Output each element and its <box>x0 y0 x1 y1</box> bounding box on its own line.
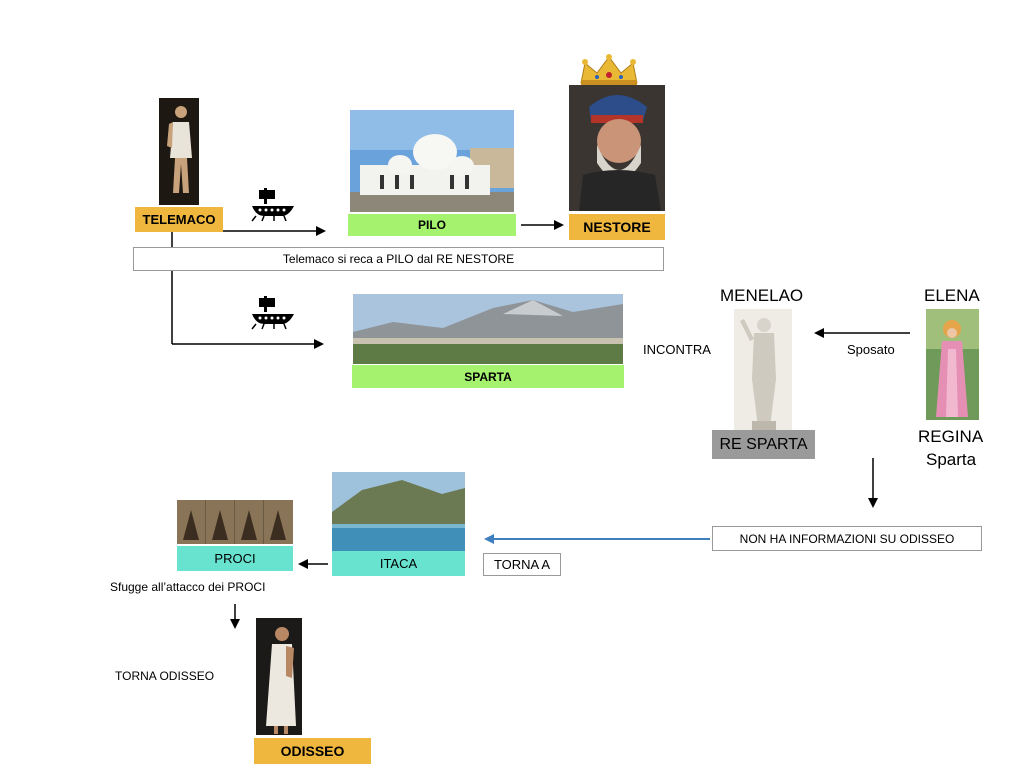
ship-icon <box>251 296 294 330</box>
regina-sub-text: Sparta <box>926 450 977 469</box>
pilo-image <box>350 110 514 212</box>
itaca-label: ITACA <box>332 551 465 576</box>
telemaco-pilo-note: Telemaco si reca a PILO dal RE NESTORE <box>133 247 664 271</box>
proci-image <box>177 500 293 544</box>
odisseo-label: ODISSEO <box>254 738 371 764</box>
menelao-title: MENELAO <box>720 286 804 305</box>
incontra-text: INCONTRA <box>643 342 711 357</box>
odisseo-image <box>256 618 302 735</box>
sfugge-text: Sfugge all’attacco dei PROCI <box>110 580 266 594</box>
re-sparta-label: RE SPARTA <box>712 430 815 459</box>
sposato-text: Sposato <box>847 342 895 357</box>
no-info-note: NON HA INFORMAZIONI SU ODISSEO <box>712 526 982 551</box>
nestore-image <box>569 85 665 211</box>
ship-icon <box>251 188 294 222</box>
crown-icon <box>580 54 638 85</box>
proci-label: PROCI <box>177 546 293 571</box>
pilo-label: PILO <box>348 214 516 236</box>
elena-title: ELENA <box>924 286 980 305</box>
nestore-label: NESTORE <box>569 214 665 240</box>
regina-text: REGINA <box>918 427 984 446</box>
menelao-image <box>734 309 792 430</box>
elena-image <box>926 309 979 420</box>
sparta-image <box>353 294 623 364</box>
telemaco-image <box>159 98 199 205</box>
torna-odisseo-text: TORNA ODISSEO <box>115 669 215 683</box>
itaca-image <box>332 472 465 551</box>
torna-a-note: TORNA A <box>483 553 561 576</box>
telemaco-label: TELEMACO <box>135 207 223 232</box>
sparta-label: SPARTA <box>352 365 624 388</box>
